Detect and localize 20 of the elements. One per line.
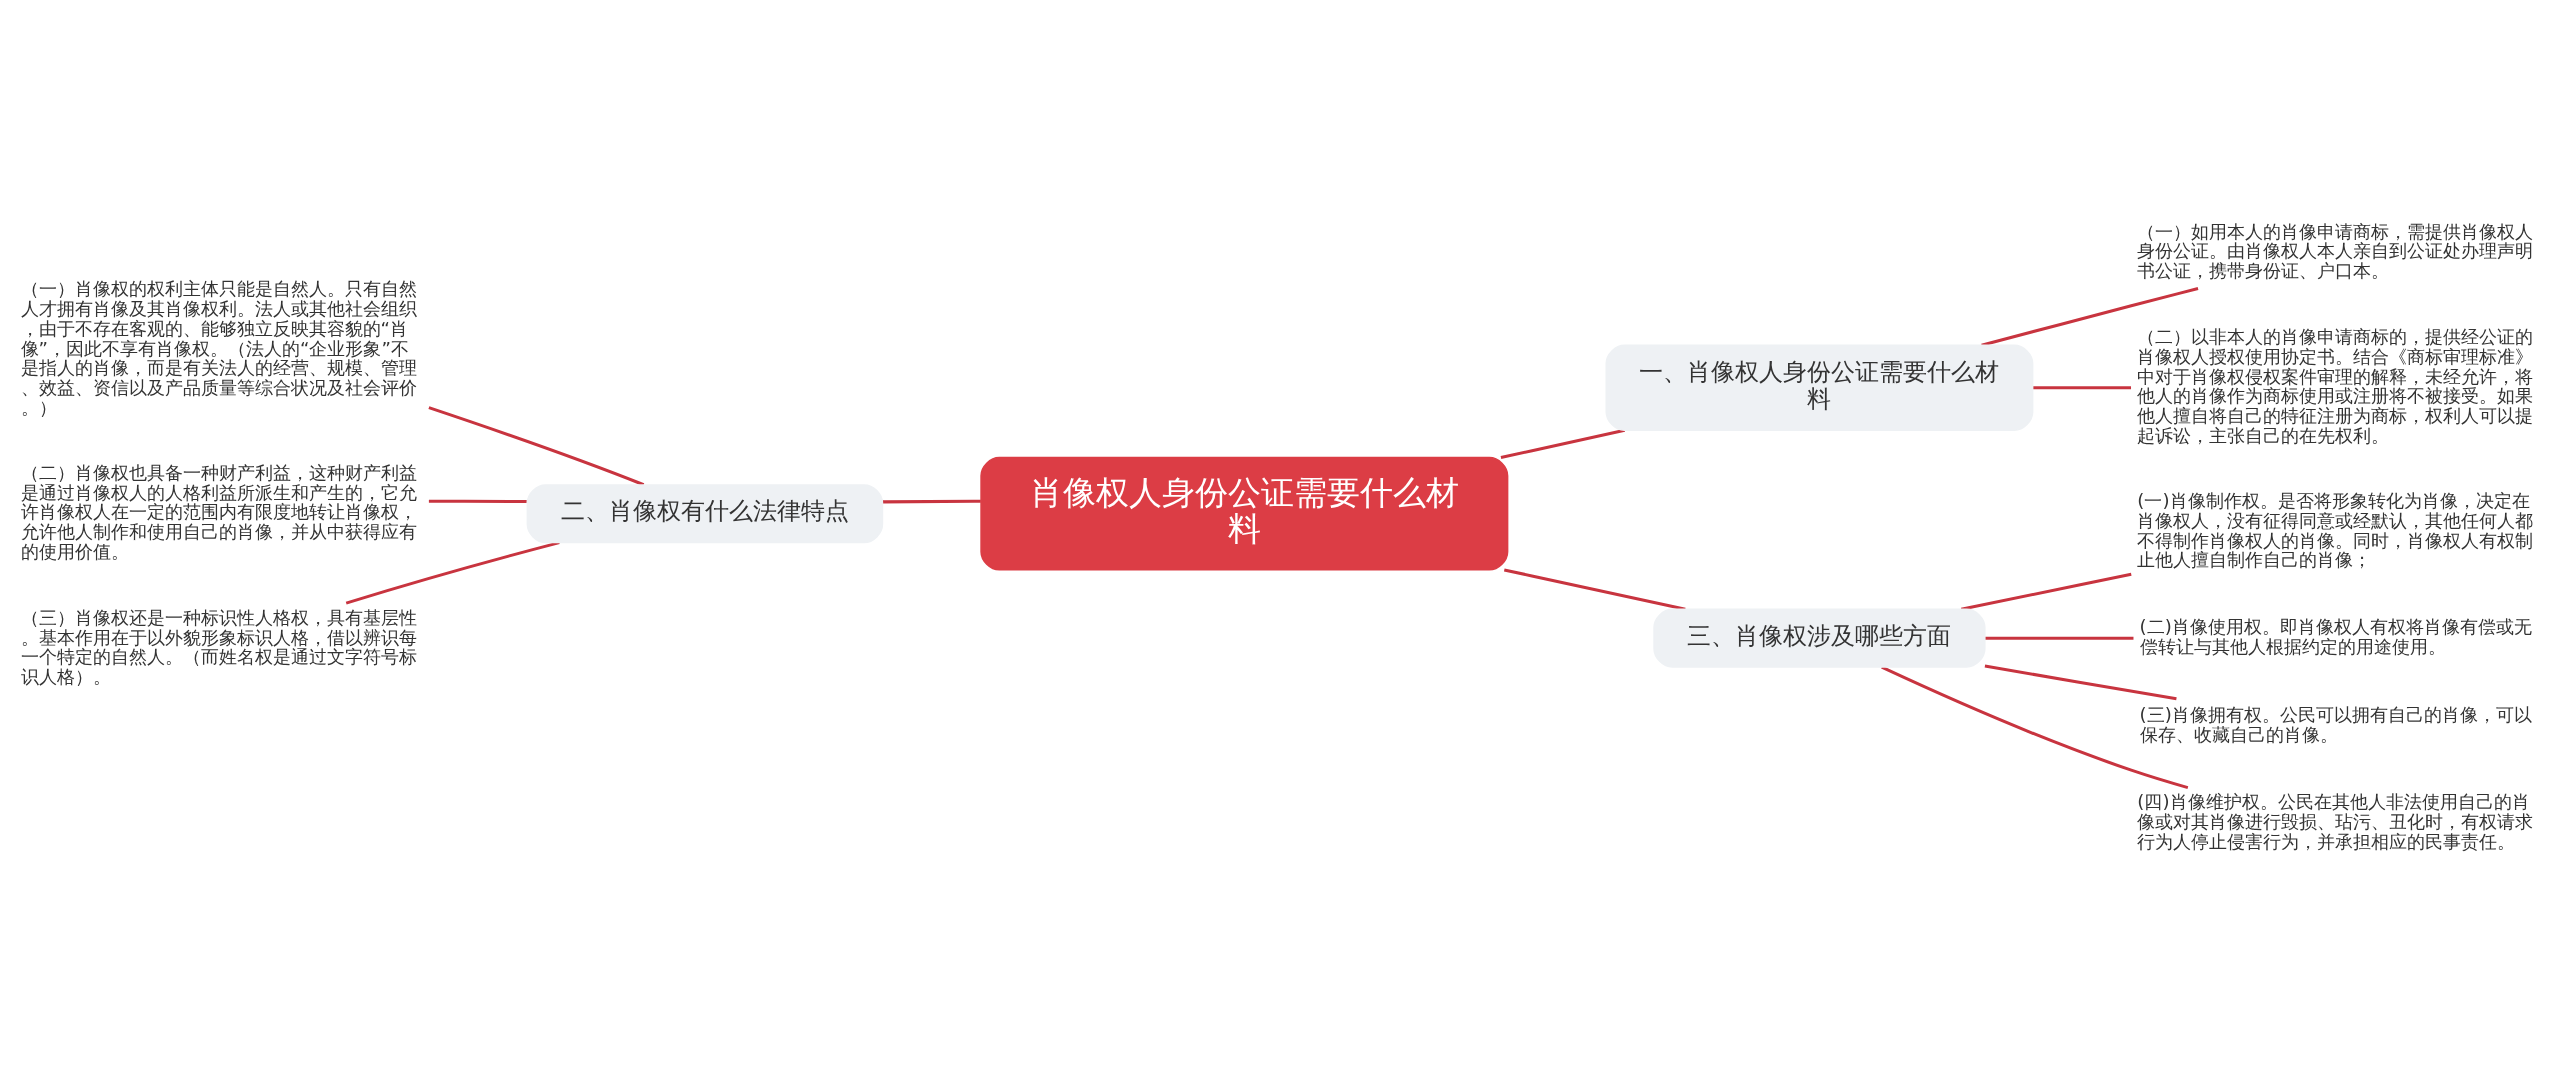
node-text: （一）如用本人的肖像申请商标，需提供肖像权人身份公证。由肖像权人本人亲自到公证处办理声明书公证，携带身份证、户口本。 (2137, 220, 2534, 282)
node-text: (三)肖像拥有权。公民可以拥有自己的肖像，可以保存、收藏自己的肖像。 (2139, 704, 2532, 745)
connector (1881, 665, 2189, 790)
connector (882, 499, 981, 504)
node-text: (四)肖像维护权。公民在其他人非法使用自己的肖像或对其肖像进行毁损、玷污、丑化时，有权请求行为人停止侵害行为，并承担相应的民事责任。 (2137, 791, 2534, 852)
node-text: （一）肖像权的权利主体只能是自然人。只有自然人才拥有肖像及其肖像权利。法人或其他社会组织，由于不存在客观的、能够独立反映其容貌的“肖像”，因此不享有肖像权。（法人的“企业形象”不是指人的肖像，而是有关法人的经营、规模、管理、效益、资信以及产品质量等综合状况及社会评价。） (20, 278, 417, 418)
connector (1984, 636, 2134, 640)
connector (1500, 428, 1626, 460)
node-text: （三）肖像权还是一种标识性人格权，具有基层性。基本作用在于以外貌形象标识人格，借以辨识每一个特定的自然人。（而姓名权是通过文字符号标识人格）。 (20, 606, 417, 688)
connector (428, 499, 527, 504)
node-box: 二、肖像权有什么法律特点 (526, 484, 884, 544)
connector (2033, 386, 2131, 390)
connector (1984, 664, 2177, 701)
node-text: （二）肖像权也具备一种财产利益，这种财产利益是通过肖像权人的人格利益所派生和产生的，它允许肖像权人在一定的范围内有限度地转让肖像权，允许他人制作和使用自己的肖像，并从中获得应有的使用价值。 (20, 461, 417, 562)
node-text: (二)肖像使用权。即肖像权人有权将肖像有偿或无偿转让与其他人根据约定的用途使用。 (2139, 615, 2532, 657)
node-text: （二）以非本人的肖像申请商标的，提供经公证的肖像权人授权使用协定书。结合《商标审理标准》中对于肖像权侵权案件审理的解释，未经允许，将他人的肖像作为商标使用或注册将不被接受。如果他人擅自将自己的特征注册为商标，权利人可以提起诉讼，主张自己的在先权利。 (2137, 326, 2534, 446)
node-box: 一、肖像权人身份公证需要什么材料 (1605, 344, 2034, 431)
node-text: (一)肖像制作权。是否将形象转化为肖像，决定在肖像权人，没有征得同意或经默认，其他任何人都不得制作肖像权人的肖像。同时，肖像权人有权制止他人擅自制作自己的肖像； (2137, 490, 2534, 571)
node-box: 肖像权人身份公证需要什么材料 (980, 456, 1509, 571)
node-box: 三、肖像权涉及哪些方面 (1653, 608, 1986, 668)
